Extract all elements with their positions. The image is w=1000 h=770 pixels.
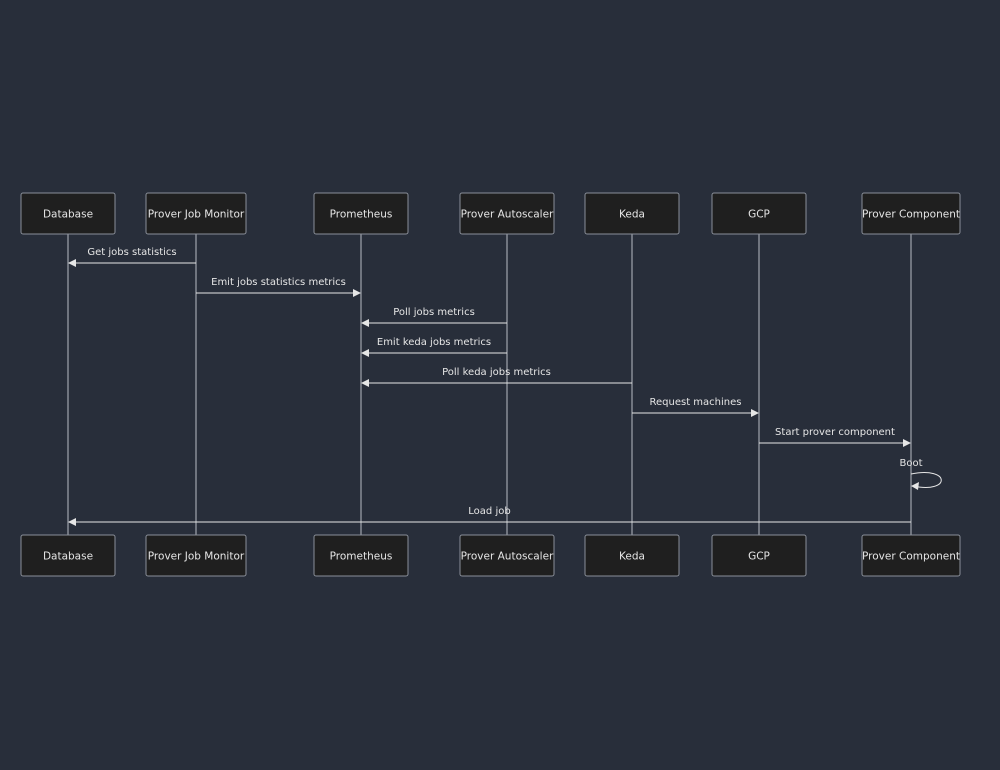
participant-box xyxy=(20,192,116,235)
participant-box xyxy=(145,534,247,577)
participant-label: GCP xyxy=(748,209,770,221)
arrowhead xyxy=(361,349,369,357)
participant-prometheus-bottom: Prometheus xyxy=(313,534,409,577)
message-emit-jobs-statistics-metrics: Emit jobs statistics metrics xyxy=(196,277,361,297)
arrowhead xyxy=(353,289,361,297)
participant-box xyxy=(711,192,807,235)
message-label: Load job xyxy=(468,506,510,517)
participant-prover-component-top: Prover Component xyxy=(861,192,961,235)
participant-label: Keda xyxy=(619,209,645,221)
participant-prover-component-bottom: Prover Component xyxy=(861,534,961,577)
participants-bottom: Database Prover Job Monitor Prometheus Prov… xyxy=(20,534,961,577)
participants-top: Database Prover Job Monitor Prometheus Prov… xyxy=(20,192,961,235)
participant-gcp-bottom: GCP xyxy=(711,534,807,577)
participant-label: Prover Job Monitor xyxy=(148,551,245,563)
participant-database-bottom: Database xyxy=(20,534,116,577)
participant-label: Prometheus xyxy=(330,551,393,563)
participant-label: Prometheus xyxy=(330,209,393,221)
message-boot: Boot xyxy=(899,458,942,490)
participant-box xyxy=(20,534,116,577)
participant-box xyxy=(313,534,409,577)
arrowhead xyxy=(751,409,759,417)
participant-prometheus-top: Prometheus xyxy=(313,192,409,235)
participant-prover-job-monitor-bottom: Prover Job Monitor xyxy=(145,534,247,577)
participant-prover-job-monitor-top: Prover Job Monitor xyxy=(145,192,247,235)
message-label: Emit keda jobs metrics xyxy=(377,337,491,348)
message-poll-keda-jobs-metrics: Poll keda jobs metrics xyxy=(361,367,632,387)
participant-gcp-top: GCP xyxy=(711,192,807,235)
message-emit-keda-jobs-metrics: Emit keda jobs metrics xyxy=(361,337,507,357)
arrowhead xyxy=(361,379,369,387)
arrowhead xyxy=(68,518,76,526)
lifelines xyxy=(67,234,912,535)
message-get-jobs-statistics: Get jobs statistics xyxy=(68,247,196,267)
message-start-prover-component: Start prover component xyxy=(759,427,911,447)
participant-database-top: Database xyxy=(20,192,116,235)
participant-box xyxy=(584,534,680,577)
participant-label: Prover Component xyxy=(862,209,960,221)
participant-label: Database xyxy=(43,209,93,221)
message-label: Emit jobs statistics metrics xyxy=(211,277,346,288)
participant-label: Prover Job Monitor xyxy=(148,209,245,221)
message-line xyxy=(910,472,942,488)
message-load-job: Load job xyxy=(68,506,911,526)
participant-box xyxy=(861,192,961,235)
participant-keda-bottom: Keda xyxy=(584,534,680,577)
participant-label: Database xyxy=(43,551,93,563)
participant-label: Prover Component xyxy=(862,551,960,563)
message-label: Get jobs statistics xyxy=(87,247,176,258)
participant-box xyxy=(584,192,680,235)
arrowhead xyxy=(361,319,369,327)
participant-keda-top: Keda xyxy=(584,192,680,235)
message-label: Start prover component xyxy=(775,427,895,438)
participant-box xyxy=(145,192,247,235)
message-label: Request machines xyxy=(650,397,742,408)
participant-box xyxy=(459,534,555,577)
arrowhead xyxy=(903,439,911,447)
message-label: Poll keda jobs metrics xyxy=(442,367,551,378)
participant-label: Prover Autoscaler xyxy=(461,551,554,563)
arrowhead xyxy=(911,482,919,490)
participant-label: GCP xyxy=(748,551,770,563)
participant-label: Keda xyxy=(619,551,645,563)
participant-box xyxy=(861,534,961,577)
participant-box xyxy=(313,192,409,235)
arrowhead xyxy=(68,259,76,267)
message-poll-jobs-metrics: Poll jobs metrics xyxy=(361,307,507,327)
message-label: Boot xyxy=(899,458,922,469)
participant-prover-autoscaler-bottom: Prover Autoscaler xyxy=(459,534,555,577)
participant-label: Prover Autoscaler xyxy=(461,209,554,221)
participant-box xyxy=(459,192,555,235)
participant-prover-autoscaler-top: Prover Autoscaler xyxy=(459,192,555,235)
message-label: Poll jobs metrics xyxy=(393,307,475,318)
message-request-machines: Request machines xyxy=(632,397,759,417)
participant-box xyxy=(711,534,807,577)
